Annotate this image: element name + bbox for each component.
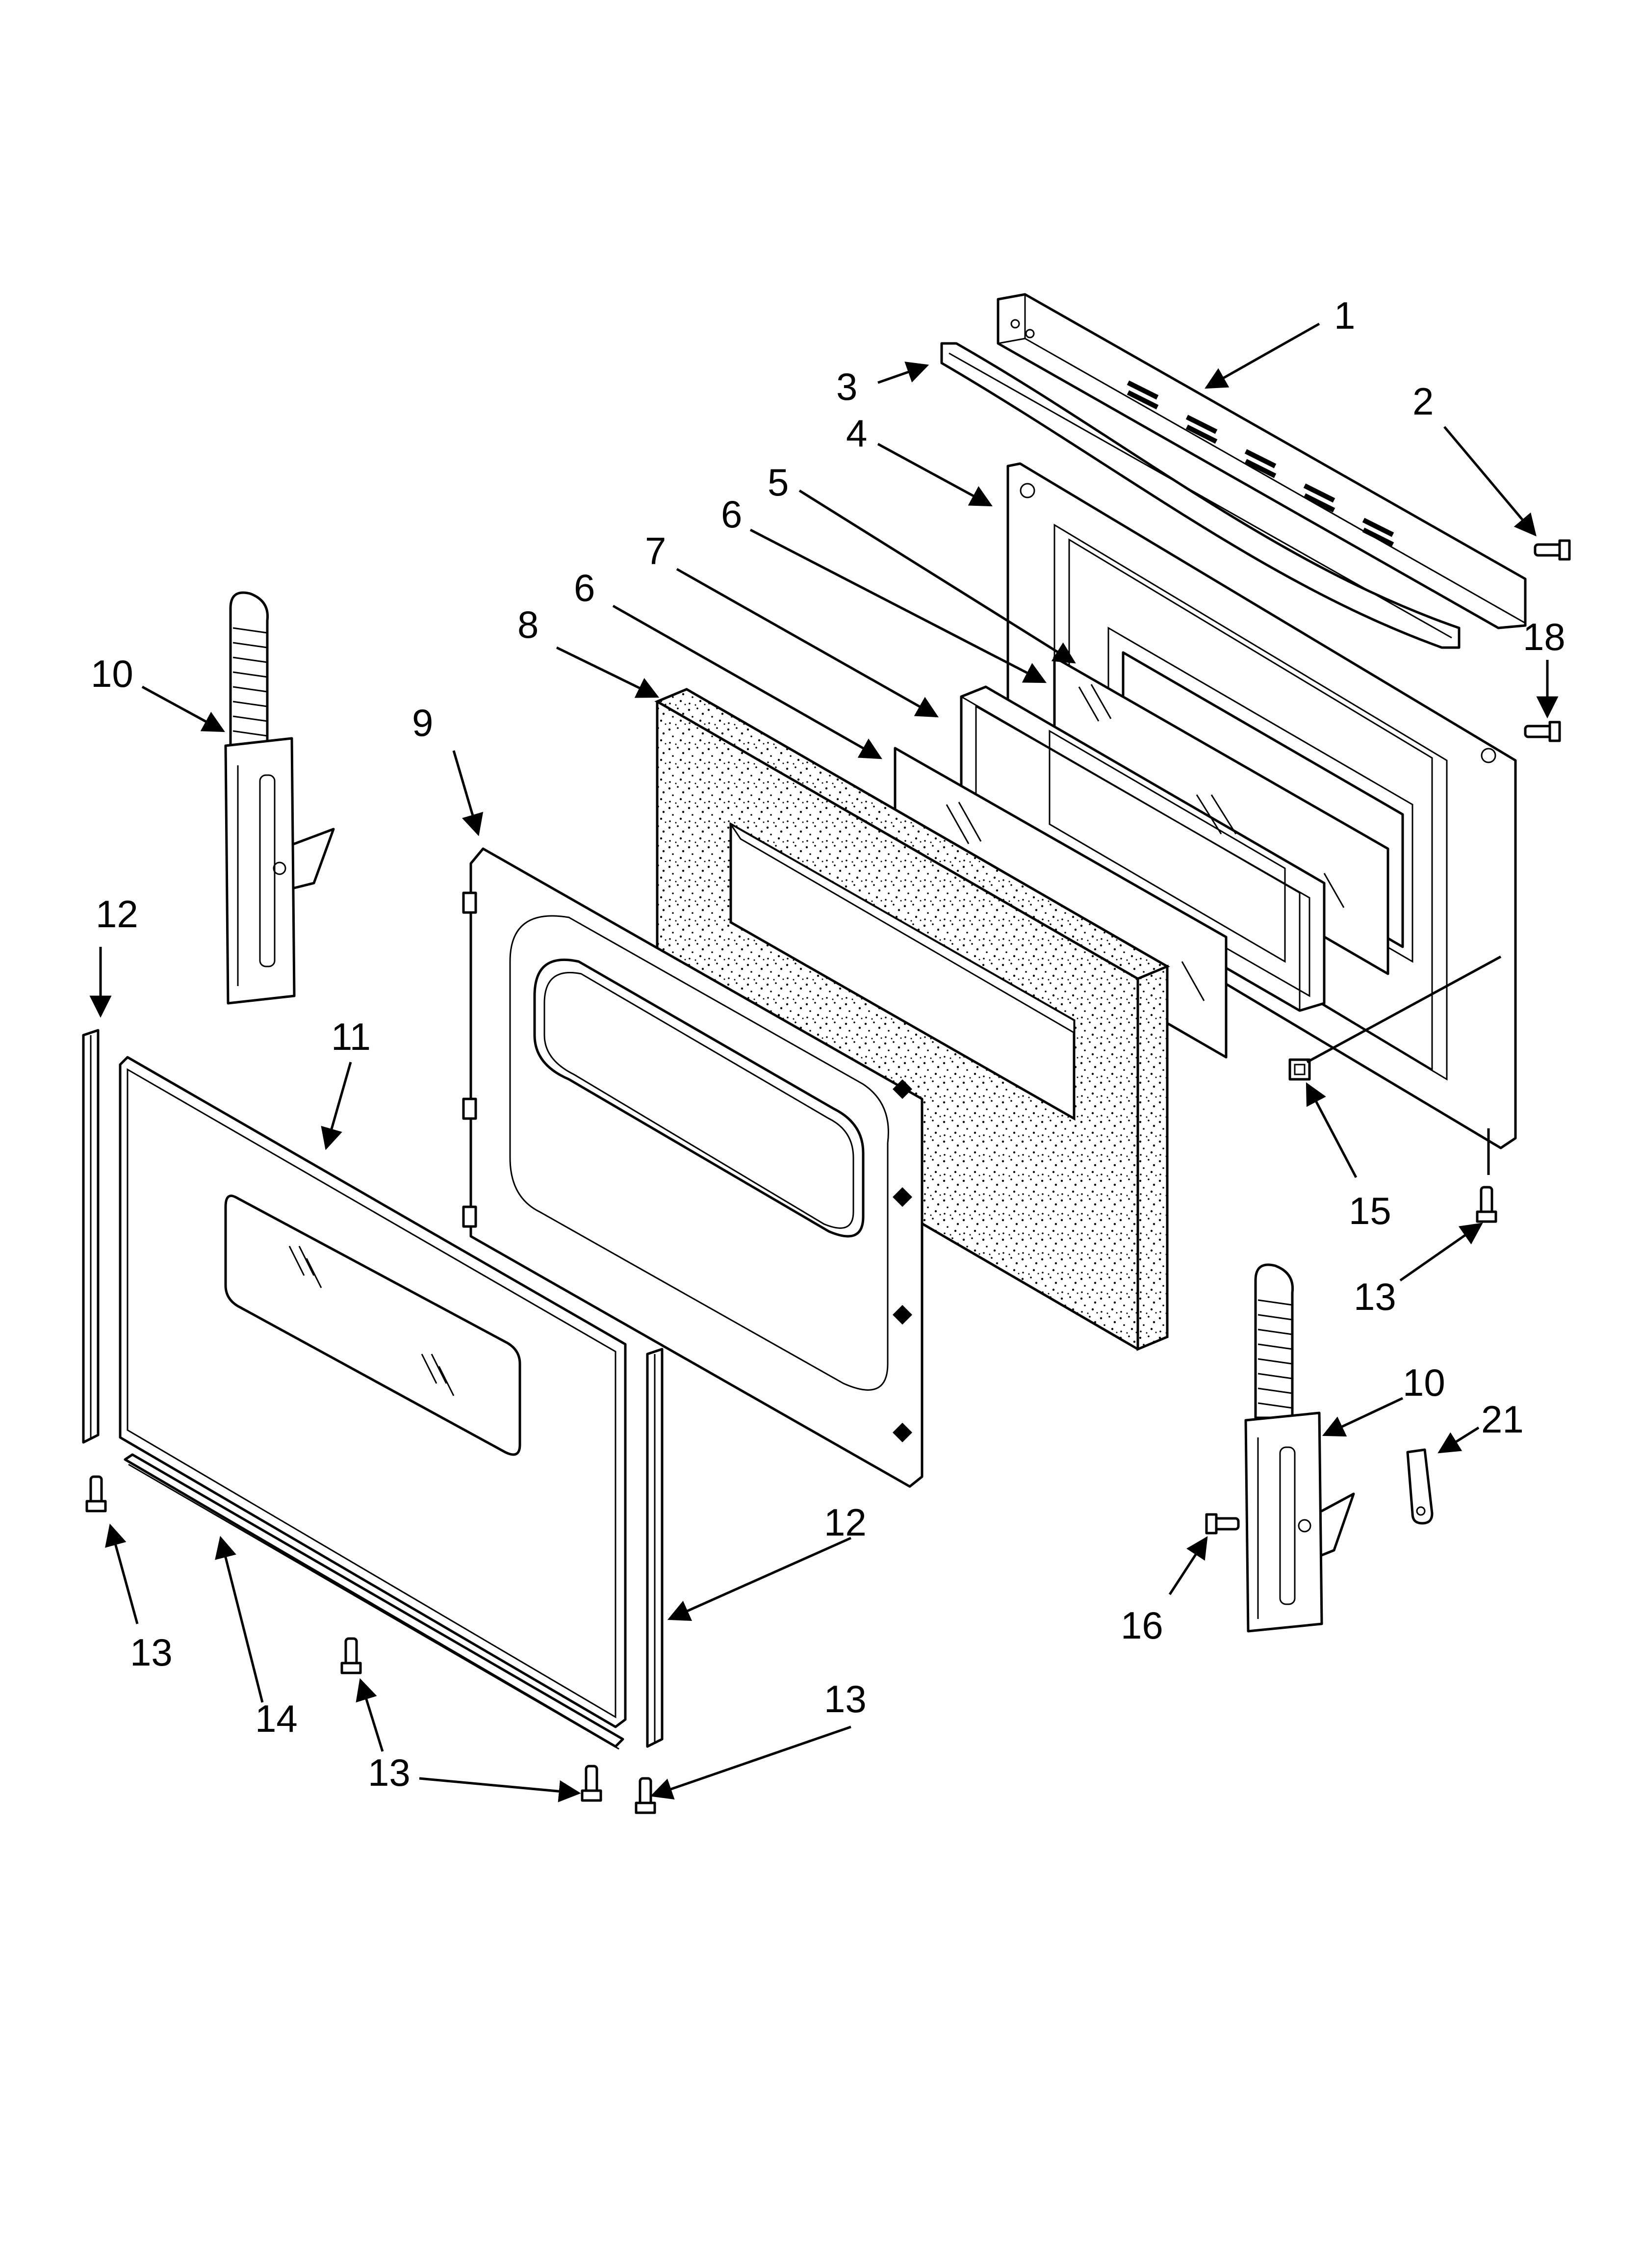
callout-labels: 1 2 3 4 5 6 6 7 8 9 10 10 11 12 12 13 13…: [91, 294, 1565, 1794]
outer-door-glass-part: [119, 1056, 627, 1728]
callout-14: 14: [255, 1697, 298, 1740]
bracket-part-21: [1406, 1448, 1434, 1525]
callout-6-upper: 6: [721, 493, 742, 536]
screw-13-left: [85, 1475, 107, 1512]
callout-13-right-top: 13: [1354, 1275, 1396, 1318]
side-trim-right-part: [646, 1348, 664, 1748]
callout-10-left: 10: [91, 652, 133, 695]
callout-5: 5: [768, 461, 789, 504]
insulation-part: [654, 688, 1170, 1351]
leader-lines: [89, 322, 1559, 1802]
callout-10-right: 10: [1403, 1361, 1445, 1404]
side-trim-left-part: [82, 1029, 100, 1444]
vent-trim-part: [997, 293, 1527, 629]
screw-13-bottom-a: [581, 1765, 602, 1802]
inner-door-liner-part: [462, 847, 924, 1488]
callout-12-right: 12: [824, 1501, 867, 1544]
screw-13-bottom-b: [635, 1777, 656, 1814]
callout-13-left: 13: [130, 1631, 173, 1674]
callout-1: 1: [1334, 294, 1355, 337]
callout-21: 21: [1481, 1398, 1524, 1441]
callout-2: 2: [1412, 380, 1434, 423]
bottom-trim-part: [124, 1453, 624, 1750]
screw-13-right-top: [1476, 1186, 1497, 1223]
callout-11: 11: [331, 1015, 371, 1058]
hinge-right-part: [1244, 1263, 1355, 1633]
callout-18: 18: [1523, 615, 1565, 658]
clip-part-15: [1288, 1058, 1311, 1081]
callout-6-lower: 6: [574, 566, 595, 609]
callout-7: 7: [645, 529, 666, 573]
callout-3: 3: [836, 365, 857, 408]
callout-16: 16: [1121, 1604, 1163, 1647]
callout-9: 9: [412, 701, 433, 744]
callout-15: 15: [1349, 1189, 1391, 1232]
screw-18: [1524, 721, 1561, 742]
screw-13-center: [340, 1637, 362, 1674]
callout-4: 4: [846, 412, 867, 455]
callout-12-left: 12: [96, 892, 138, 936]
glass-pack-frame-part: [960, 685, 1326, 1012]
callout-13-bottom-right: 13: [824, 1677, 867, 1721]
door-handle-part: [940, 342, 1461, 649]
screw-2: [1534, 539, 1571, 561]
callout-8: 8: [517, 603, 539, 646]
callout-13-center: 13: [368, 1751, 410, 1794]
hinge-left-part: [224, 591, 335, 1005]
screw-16: [1205, 1513, 1240, 1535]
